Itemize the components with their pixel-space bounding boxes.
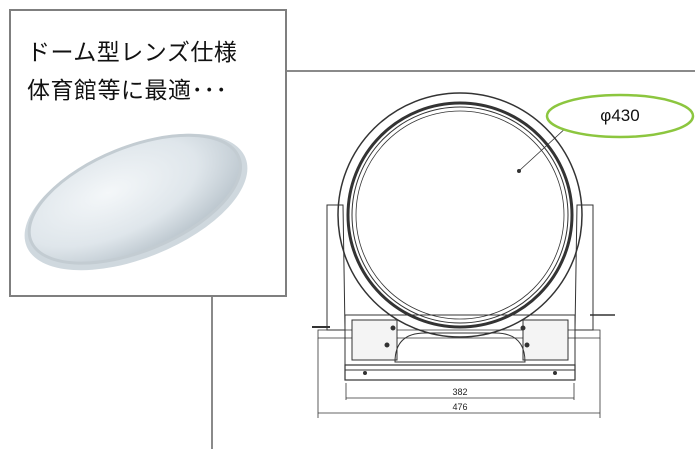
callout-line-2: 体育館等に最適･･･	[27, 78, 228, 104]
diameter-label: φ430	[600, 106, 640, 125]
product-callout-box: ドーム型レンズ仕様 体育館等に最適･･･	[9, 9, 287, 297]
outer-width-dimension: 476	[452, 402, 467, 412]
dome-led-lamp-icon	[24, 133, 248, 271]
lens-ring	[346, 101, 574, 329]
outer-ring	[337, 92, 583, 338]
base-housing	[344, 314, 576, 371]
driver-dome	[394, 332, 526, 363]
inner-width-dimension: 382	[452, 387, 467, 397]
callout-line-1: ドーム型レンズ仕様	[27, 40, 238, 66]
